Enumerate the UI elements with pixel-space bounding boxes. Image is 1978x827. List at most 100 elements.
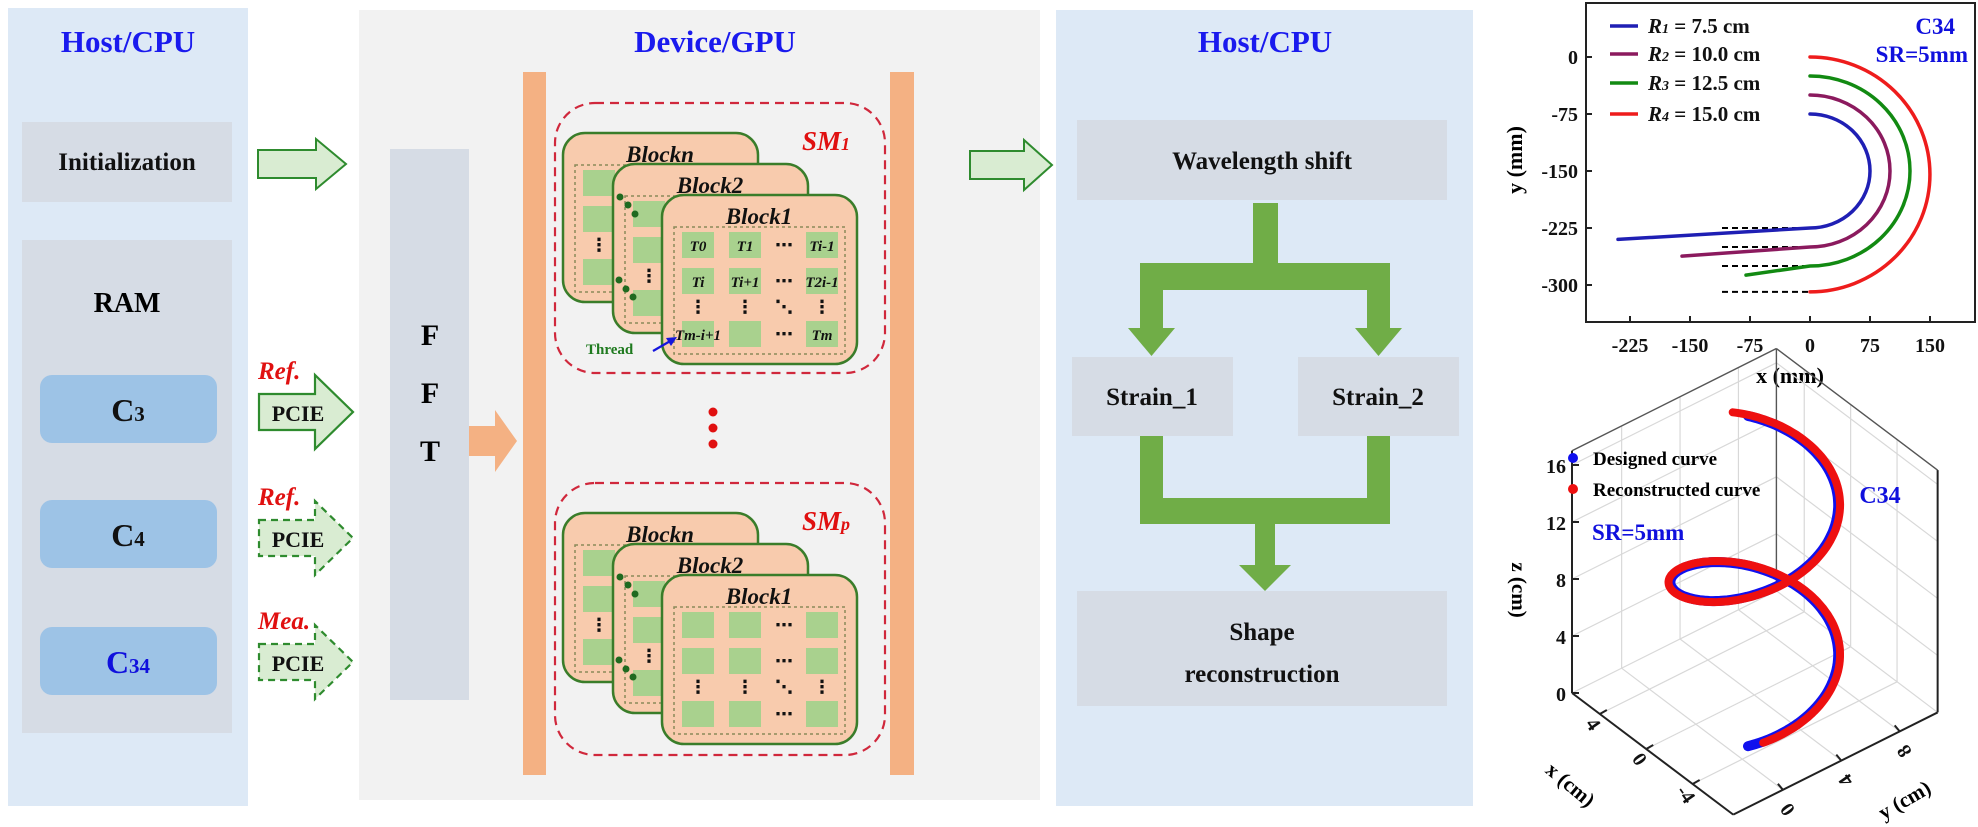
- pcie-label: PCIE: [272, 401, 325, 426]
- thread-ellipsis: ⋯: [775, 704, 793, 725]
- thread-cell: [682, 232, 714, 258]
- split-flow-arrow: [1128, 203, 1402, 356]
- thread-id-label: T2i-1: [805, 275, 838, 291]
- y-axis-label: y (cm): [1874, 775, 1935, 824]
- thread-ellipsis: ⋮: [689, 297, 707, 318]
- legend-label: R1 = 7.5 cm: [1647, 14, 1750, 38]
- strain-2-box: [1298, 357, 1459, 436]
- pcie-arrow-shape: [257, 622, 355, 702]
- legend-symbol: R: [1647, 42, 1662, 66]
- thread-cell: [583, 259, 615, 285]
- legend-value: = 12.5 cm: [1669, 71, 1761, 95]
- grid-line: [1692, 681, 1898, 785]
- y-tick-label: 0: [1568, 47, 1578, 69]
- thread-cell: [682, 321, 714, 347]
- block-stack-dot: [622, 285, 630, 293]
- thread-id-label: T0: [690, 239, 707, 255]
- y-axis-label: y (mm): [1502, 126, 1527, 194]
- x-tick-label: 4: [1581, 714, 1605, 735]
- z-axis-label: z (cm): [1507, 562, 1531, 617]
- grid-line: [1621, 667, 1784, 791]
- init-to-device-arrow: [257, 136, 348, 192]
- thread-ellipsis: ⋮: [590, 235, 608, 256]
- x-tick-label: 0: [1627, 749, 1651, 770]
- grid-line: [1645, 646, 1851, 750]
- ram-label: RAM: [94, 288, 161, 319]
- box-edge: [1571, 347, 1777, 452]
- legend-label: R2 = 10.0 cm: [1647, 42, 1761, 66]
- y-tick-label: 0: [1776, 799, 1800, 820]
- sm-label: SM1: [802, 126, 850, 156]
- x-tick: [1645, 744, 1654, 750]
- grid-line: [1571, 362, 1777, 466]
- transfer-type-label: Ref.: [257, 484, 300, 511]
- thread-ellipsis: ⋯: [775, 235, 793, 256]
- memory-bar-left: [523, 72, 546, 775]
- legend-marker: [1568, 453, 1578, 463]
- block-stack-dot: [624, 581, 632, 589]
- device-title: Device/GPU: [634, 24, 796, 59]
- merge-flow-arrow: [1140, 436, 1390, 591]
- legend-subscript: 2: [1661, 50, 1669, 65]
- text-subscript: 1: [841, 134, 850, 154]
- y-tick-label: -225: [1541, 218, 1578, 240]
- thread-grid-frame: [673, 606, 846, 735]
- text-main: SM: [802, 506, 842, 536]
- ram-item-label: C4: [111, 517, 145, 553]
- legend-label: Designed curve: [1593, 449, 1717, 470]
- fft-output-arrow: [469, 410, 517, 472]
- thread-id-label: Ti-1: [809, 239, 834, 255]
- helix-series: [1664, 408, 1845, 747]
- thread-id-label: Tm: [812, 328, 833, 344]
- pcie-transfer-arrow: Ref. PCIE: [257, 358, 355, 452]
- block-stack-dot: [631, 210, 639, 218]
- block-label: Block1: [725, 584, 792, 609]
- legend-symbol: R: [1647, 71, 1662, 95]
- z-tick-label: 12: [1546, 513, 1566, 535]
- x-tick: [1692, 779, 1701, 785]
- thread-id-label: Tm-i+1: [675, 328, 721, 344]
- legend-label: R3 = 12.5 cm: [1647, 71, 1761, 95]
- fft-letter: F: [421, 377, 439, 410]
- thread-cell: [682, 648, 714, 674]
- grid-line: [1776, 476, 1939, 599]
- series-curve: [1616, 112, 1872, 242]
- sm-frame: [553, 101, 887, 375]
- series-curve: [1808, 55, 1932, 294]
- z-tick-label: 4: [1556, 627, 1566, 649]
- thread-cell: [806, 701, 838, 727]
- grid-line: [1571, 476, 1777, 580]
- chart-annotation: C34: [1915, 14, 1955, 39]
- text-main: C: [106, 644, 129, 680]
- grid-line: [1776, 533, 1939, 656]
- wavelength-shift-label: Wavelength shift: [1172, 148, 1353, 175]
- thread-ellipsis: ⋮: [590, 615, 608, 636]
- text-subscript: 4: [134, 527, 145, 551]
- ram-item-label: C34: [106, 644, 151, 680]
- y-tick-label: 8: [1893, 740, 1917, 761]
- y-tick: [1835, 753, 1843, 762]
- transfer-type-label: Ref.: [257, 358, 300, 385]
- thread-cell: [633, 237, 665, 263]
- x-tick-label: -75: [1737, 335, 1764, 357]
- fft-bar: [390, 149, 469, 700]
- legend-marker: [1568, 484, 1578, 494]
- block-stack-dot: [615, 656, 623, 664]
- thread-cell: [729, 648, 761, 674]
- shape-reconstruction-box: [1077, 591, 1447, 706]
- thread-cell: [583, 586, 615, 612]
- thread-label: Thread: [586, 342, 634, 358]
- legend-symbol: R: [1647, 14, 1662, 38]
- x-tick-label: 150: [1915, 335, 1945, 357]
- block-stack-dot: [624, 201, 632, 209]
- thread-ellipsis: ⋮: [813, 677, 831, 698]
- thread-ellipsis: ⋮: [736, 677, 754, 698]
- thread-cell: [633, 290, 665, 316]
- box-edge: [1775, 347, 1939, 471]
- ram-item-box: [40, 500, 217, 568]
- fft-letter: T: [420, 435, 440, 468]
